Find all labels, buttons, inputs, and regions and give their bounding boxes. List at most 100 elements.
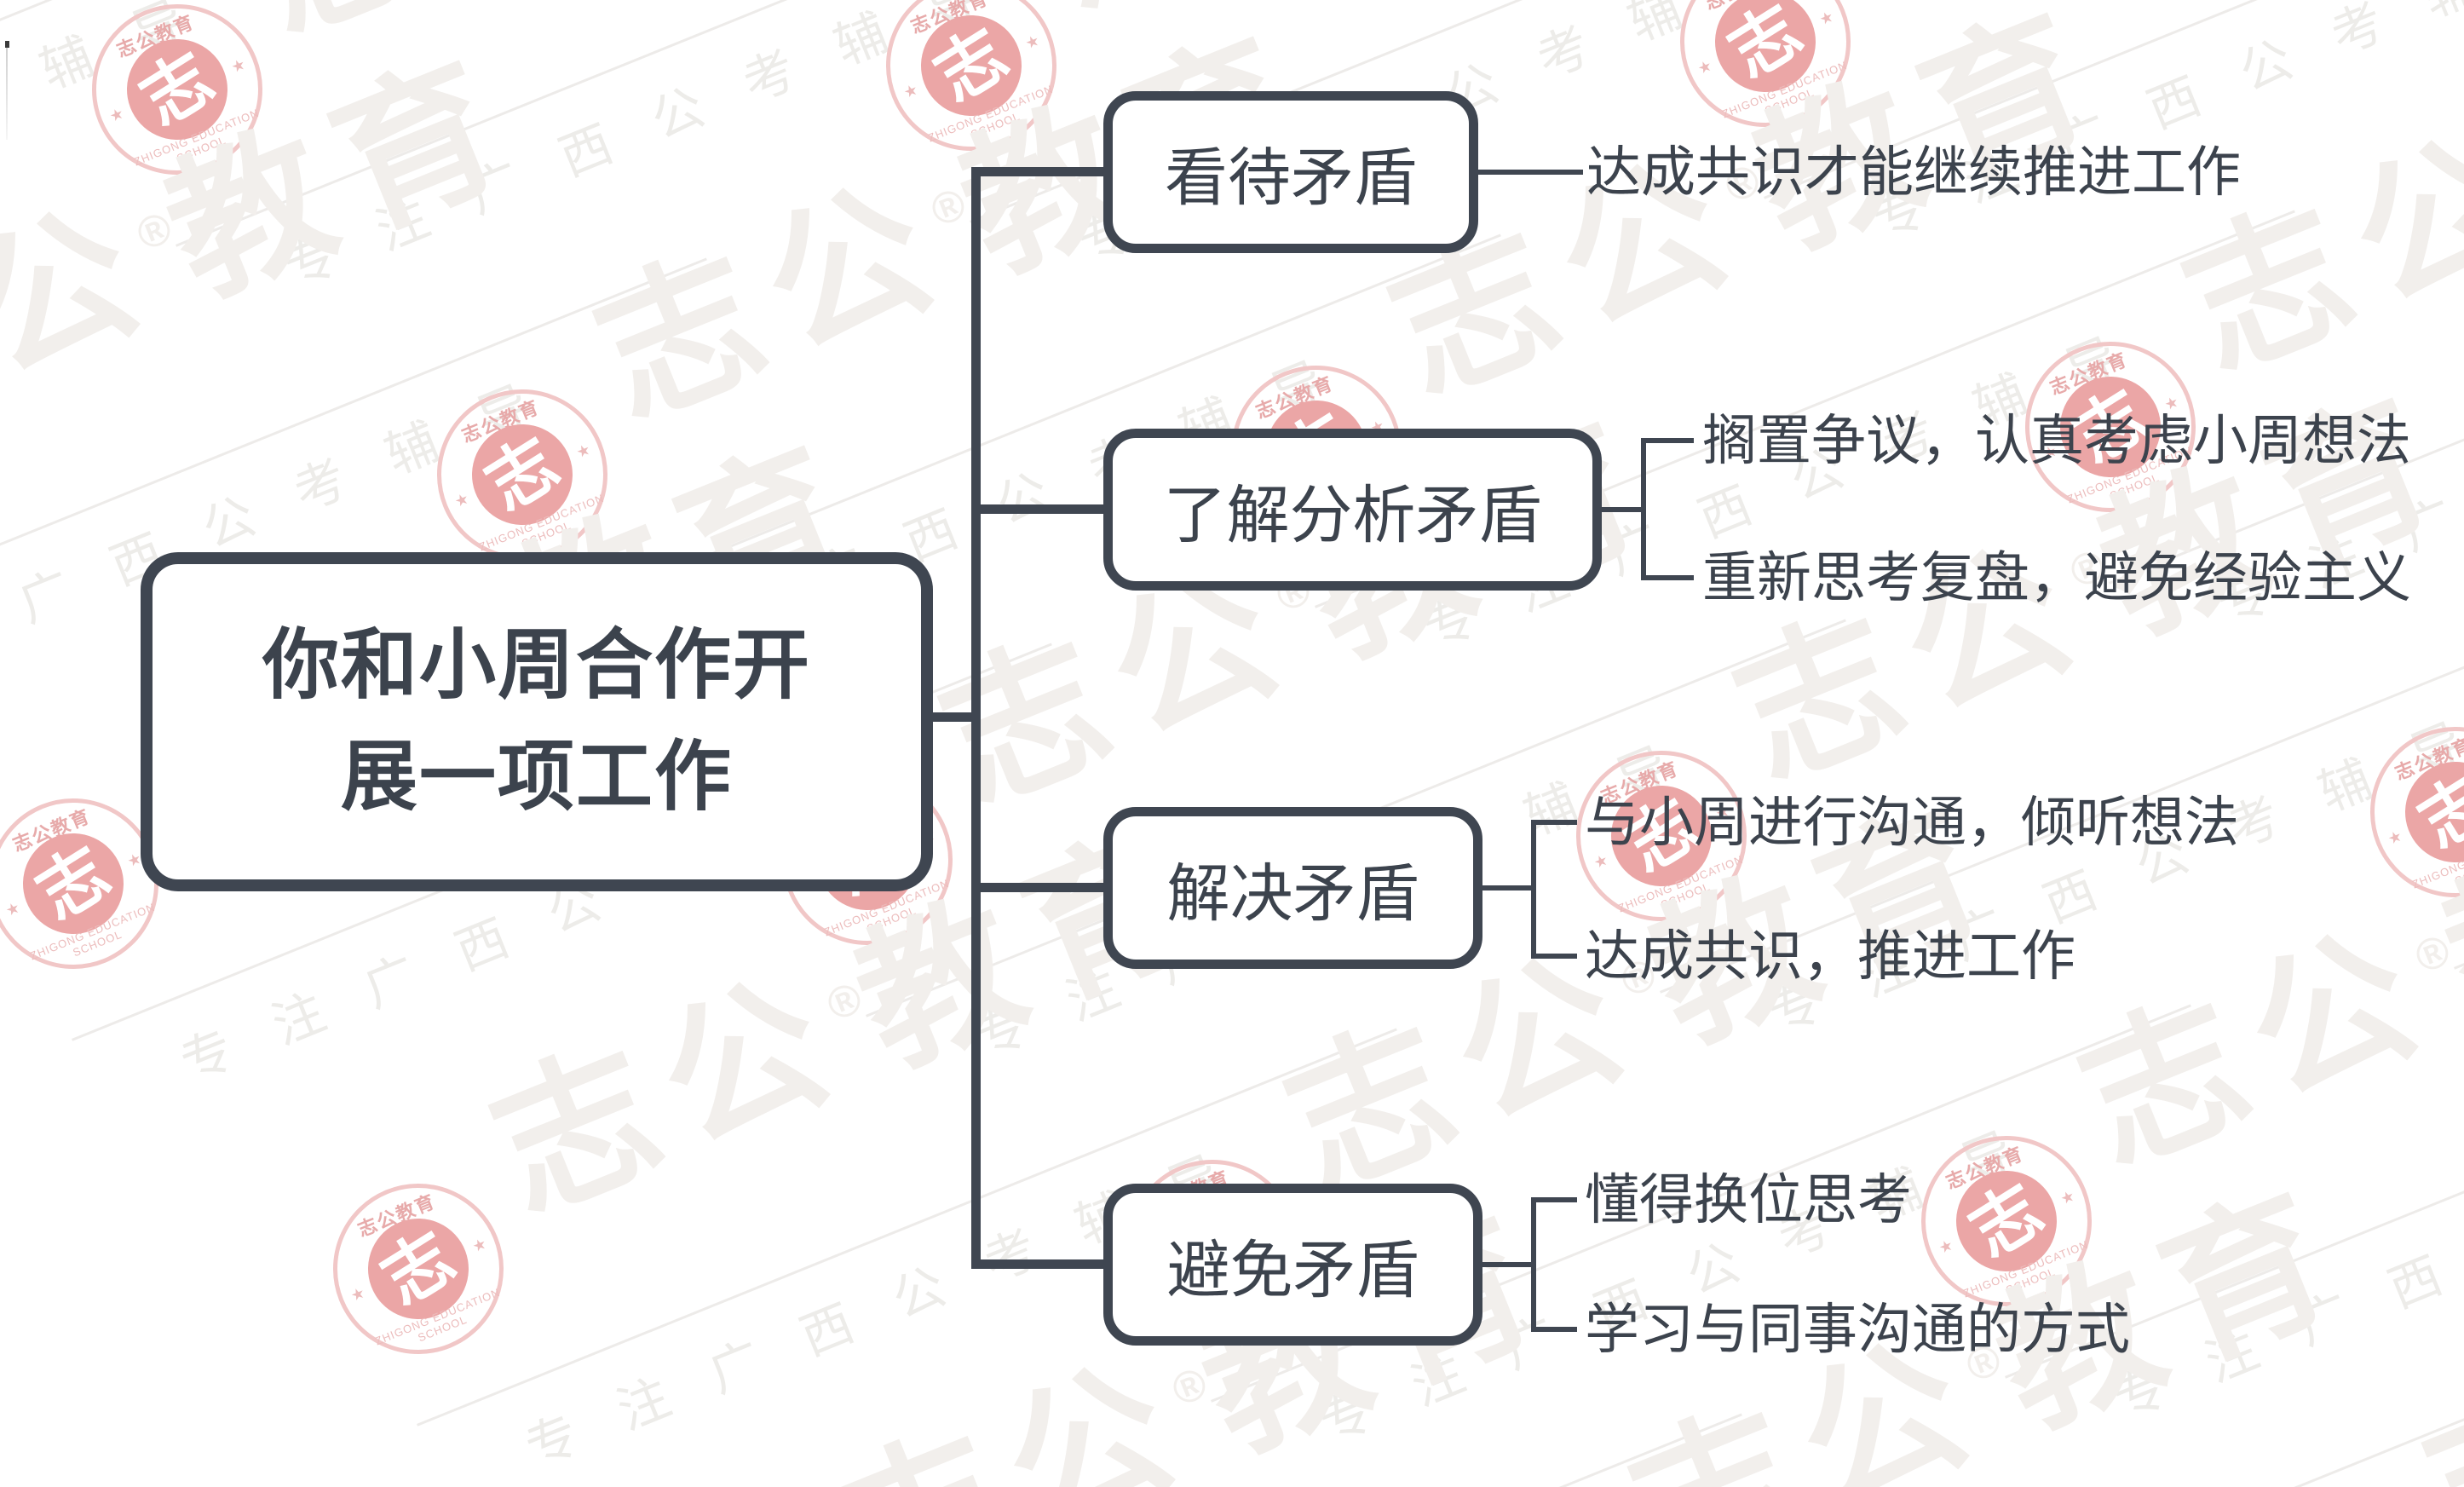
watermark-tagline: 专注广西公考辅导 — [276, 0, 1032, 298]
seal-star-icon: ★ — [469, 1234, 489, 1256]
seal-english-text: ZHIGONG EDUCATION SCHOOL — [132, 106, 262, 169]
watermark-divider-line — [762, 1413, 1742, 1487]
leaf-node-2-2[interactable]: 重新思考复盘，避免经验主义 — [1702, 547, 2411, 608]
seal-brand-text: 志公教育 — [2392, 733, 2464, 784]
seal-english-text: ZHIGONG EDUCATION SCHOOL — [28, 900, 158, 963]
watermark-divider-line — [2109, 186, 2464, 585]
seal-english-text: ZHIGONG EDUCATION SCHOOL — [2410, 829, 2464, 891]
connector-trunk — [971, 167, 981, 1269]
connector-vert-2 — [1641, 438, 1646, 580]
watermark-brand-text: 志公®教育 — [919, 389, 1683, 834]
connector-branch-2 — [971, 504, 1103, 514]
watermark-divider-line — [2350, 1365, 2464, 1487]
seal-star-icon: ★ — [107, 104, 127, 126]
watermark-divider-line — [1556, 1389, 2464, 1487]
leaf-node-1-1[interactable]: 达成共识才能继续推进工作 — [1586, 141, 2241, 203]
seal-star-icon: ★ — [348, 1283, 368, 1305]
seal-star-icon: ★ — [2058, 1186, 2077, 1208]
leaf-node-4-2[interactable]: 学习与同事沟通的方式 — [1585, 1299, 2130, 1360]
scrollbar-artifact — [5, 41, 9, 48]
connector-stub-3 — [1482, 885, 1536, 890]
watermark-tagline: 专注广西公考辅导 — [0, 0, 238, 322]
connector-vert-4 — [1531, 1197, 1536, 1332]
watermark-brand-text: 志公®教育 — [0, 28, 544, 473]
connector-branch-4 — [971, 1259, 1103, 1269]
watermark-brand-text: 志公®教育 — [2058, 751, 2464, 1196]
connector-leaf-3-2 — [1531, 954, 1577, 959]
seal-brand-text: 志公教育 — [1943, 1142, 2027, 1193]
root-node[interactable]: 你和小周合作开 展一项工作 — [141, 552, 933, 891]
connector-branch-1 — [971, 167, 1103, 176]
seal-character: 志 — [3, 814, 143, 954]
watermark-brand-text: 志公®教育 — [215, 0, 997, 75]
seal-character: 志 — [2386, 742, 2464, 882]
watermark-divider-line — [176, 0, 1156, 247]
seal-brand-text: 志公教育 — [113, 10, 198, 61]
watermark-tagline: 专注广西公考辅导 — [2105, 1080, 2464, 1430]
seal-character: 志 — [452, 405, 592, 545]
seal-character: 志 — [901, 0, 1041, 135]
seal-brand-text: 志公教育 — [9, 804, 94, 856]
watermark-brand-text: 志公®教育 — [1009, 0, 1791, 51]
seal-character: 志 — [1695, 0, 1835, 112]
seal-star-icon: ★ — [1936, 1236, 1956, 1258]
watermark-tagline: 专注广西公考辅导 — [2446, 1454, 2464, 1487]
seal-brand-text: 志公教育 — [907, 0, 992, 37]
seal-english-text: ZHIGONG EDUCATION SCHOOL — [926, 82, 1056, 145]
watermark-divider-line — [0, 0, 362, 271]
seal-star-icon: ★ — [1022, 31, 1042, 53]
leaf-node-2-1[interactable]: 搁置争议，认真考虑小周想法 — [1702, 410, 2411, 471]
connector-leaf-1-1 — [1478, 170, 1583, 175]
branch-node-4[interactable]: 避免矛盾 — [1103, 1184, 1482, 1346]
scrollbar-artifact-line — [6, 48, 8, 140]
connector-stub-2 — [1602, 507, 1646, 512]
watermark-tagline: 专注广西公考辅导 — [1864, 0, 2464, 251]
watermark-divider-line — [2454, 571, 2464, 970]
seal-star-icon: ★ — [452, 489, 472, 511]
seal-brand-text: 志公教育 — [458, 395, 543, 447]
connector-leaf-3-1 — [1531, 820, 1577, 825]
seal-brand-text: 志公教育 — [2047, 348, 2131, 399]
seal-brand-text: 志公教育 — [354, 1190, 439, 1241]
seal-star-icon: ★ — [228, 55, 248, 77]
watermark-brand-text: 志公®教育 — [0, 0, 203, 99]
connector-stub-4 — [1482, 1262, 1536, 1267]
branch-node-2[interactable]: 了解分析矛盾 — [1103, 429, 1602, 591]
connector-leaf-4-1 — [1531, 1197, 1577, 1202]
watermark-tagline: 专注广西公考辅导 — [1652, 1478, 2413, 1487]
seal-brand-text: 志公教育 — [1252, 372, 1337, 423]
seal-star-icon: ★ — [1816, 7, 1836, 29]
watermark-brand-text: 志公®教育 — [1803, 0, 2464, 27]
connector-leaf-4-2 — [1531, 1327, 1577, 1332]
connector-leaf-2-1 — [1641, 438, 1694, 443]
leaf-node-3-1[interactable]: 与小周进行沟通，倾听想法 — [1585, 792, 2239, 853]
branch-node-1[interactable]: 看待矛盾 — [1103, 91, 1478, 253]
watermark-tagline: 专注广西公考辅导 — [1760, 695, 2464, 1045]
connector-vert-3 — [1531, 820, 1536, 959]
seal-brand-text: 志公教育 — [1663, 0, 1823, 30]
seal-star-icon: ★ — [3, 898, 23, 920]
branch-node-3[interactable]: 解决矛盾 — [1103, 807, 1482, 969]
seal-star-icon: ★ — [901, 80, 921, 102]
leaf-node-4-1[interactable]: 懂得换位思考 — [1585, 1169, 1912, 1231]
seal-character: 志 — [1937, 1151, 2076, 1291]
seal-english-text: ZHIGONG EDUCATION SCHOOL — [373, 1285, 503, 1348]
seal-character: 志 — [348, 1199, 488, 1339]
seal-star-icon: ★ — [2385, 827, 2405, 849]
seal-english-text: ZHIGONG EDUCATION SCHOOL — [1720, 58, 1850, 121]
seal-english-text: ZHIGONG EDUCATION SCHOOL — [1616, 852, 1746, 915]
leaf-node-3-2[interactable]: 达成共识，推进工作 — [1585, 925, 2075, 987]
seal-star-icon: ★ — [1695, 56, 1715, 78]
